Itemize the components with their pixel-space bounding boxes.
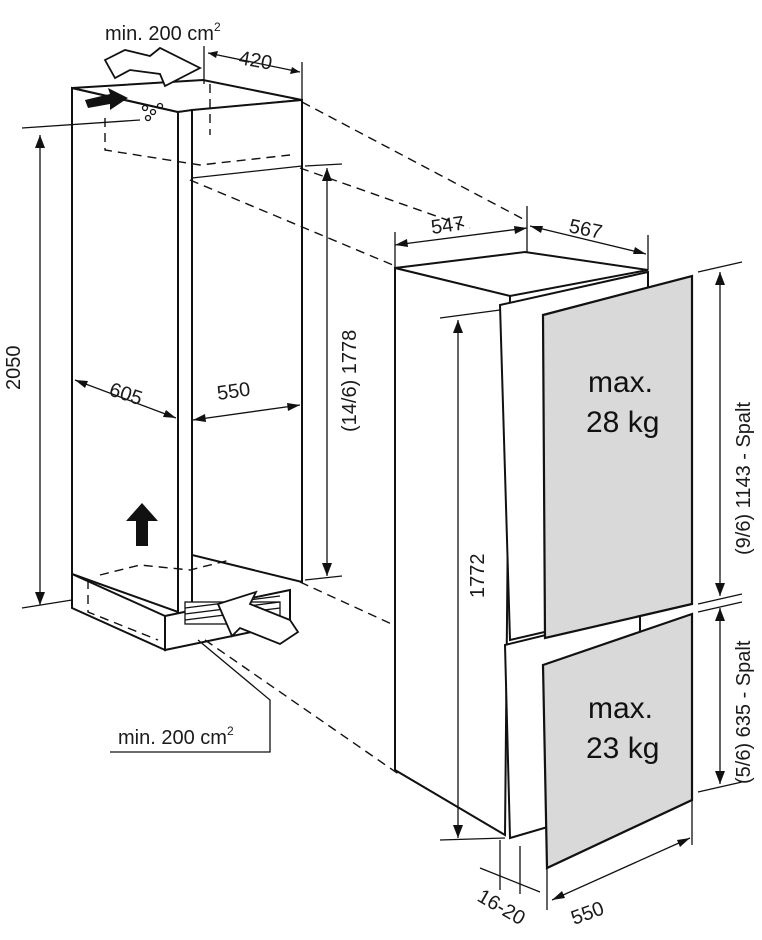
upper-door bbox=[541, 274, 694, 640]
lower-door-load-label: 23 kg bbox=[586, 732, 659, 765]
top-vent-label: min. 200 cm2 bbox=[105, 20, 221, 45]
dim-1772-label: 1772 bbox=[467, 554, 489, 599]
dim-567-label: 567 bbox=[567, 215, 604, 243]
dim-420-label: 420 bbox=[237, 47, 274, 74]
up-arrow-icon bbox=[126, 503, 158, 546]
dim-550-door-label: 550 bbox=[568, 898, 607, 930]
upper-door-max-label: max. bbox=[588, 366, 653, 399]
dim-1778-label: (14/6) 1778 bbox=[339, 330, 361, 432]
bottom-airflow-arrow bbox=[216, 590, 300, 646]
dim-547-label: 547 bbox=[430, 213, 466, 239]
top-airflow-arrow bbox=[103, 46, 202, 88]
small-airflow-arrow-top bbox=[85, 88, 128, 110]
dimension-lines-niche bbox=[21, 46, 343, 753]
dimension-lines-appliance bbox=[394, 206, 743, 910]
appliance bbox=[394, 250, 694, 870]
bottom-vent-label: min. 200 cm2 bbox=[118, 724, 234, 749]
dim-550-niche-label: 550 bbox=[216, 379, 252, 405]
upper-door-load-label: 28 kg bbox=[586, 406, 659, 439]
top-vent-holes bbox=[141, 102, 164, 122]
dim-1143-label: (9/6) 1143 - Spalt bbox=[733, 402, 755, 555]
dim-635-label: (5/6) 635 - Spalt bbox=[733, 640, 755, 784]
lower-door-max-label: max. bbox=[588, 692, 653, 725]
niche-cabinet bbox=[71, 78, 303, 652]
dim-2050-label: 2050 bbox=[3, 346, 25, 391]
